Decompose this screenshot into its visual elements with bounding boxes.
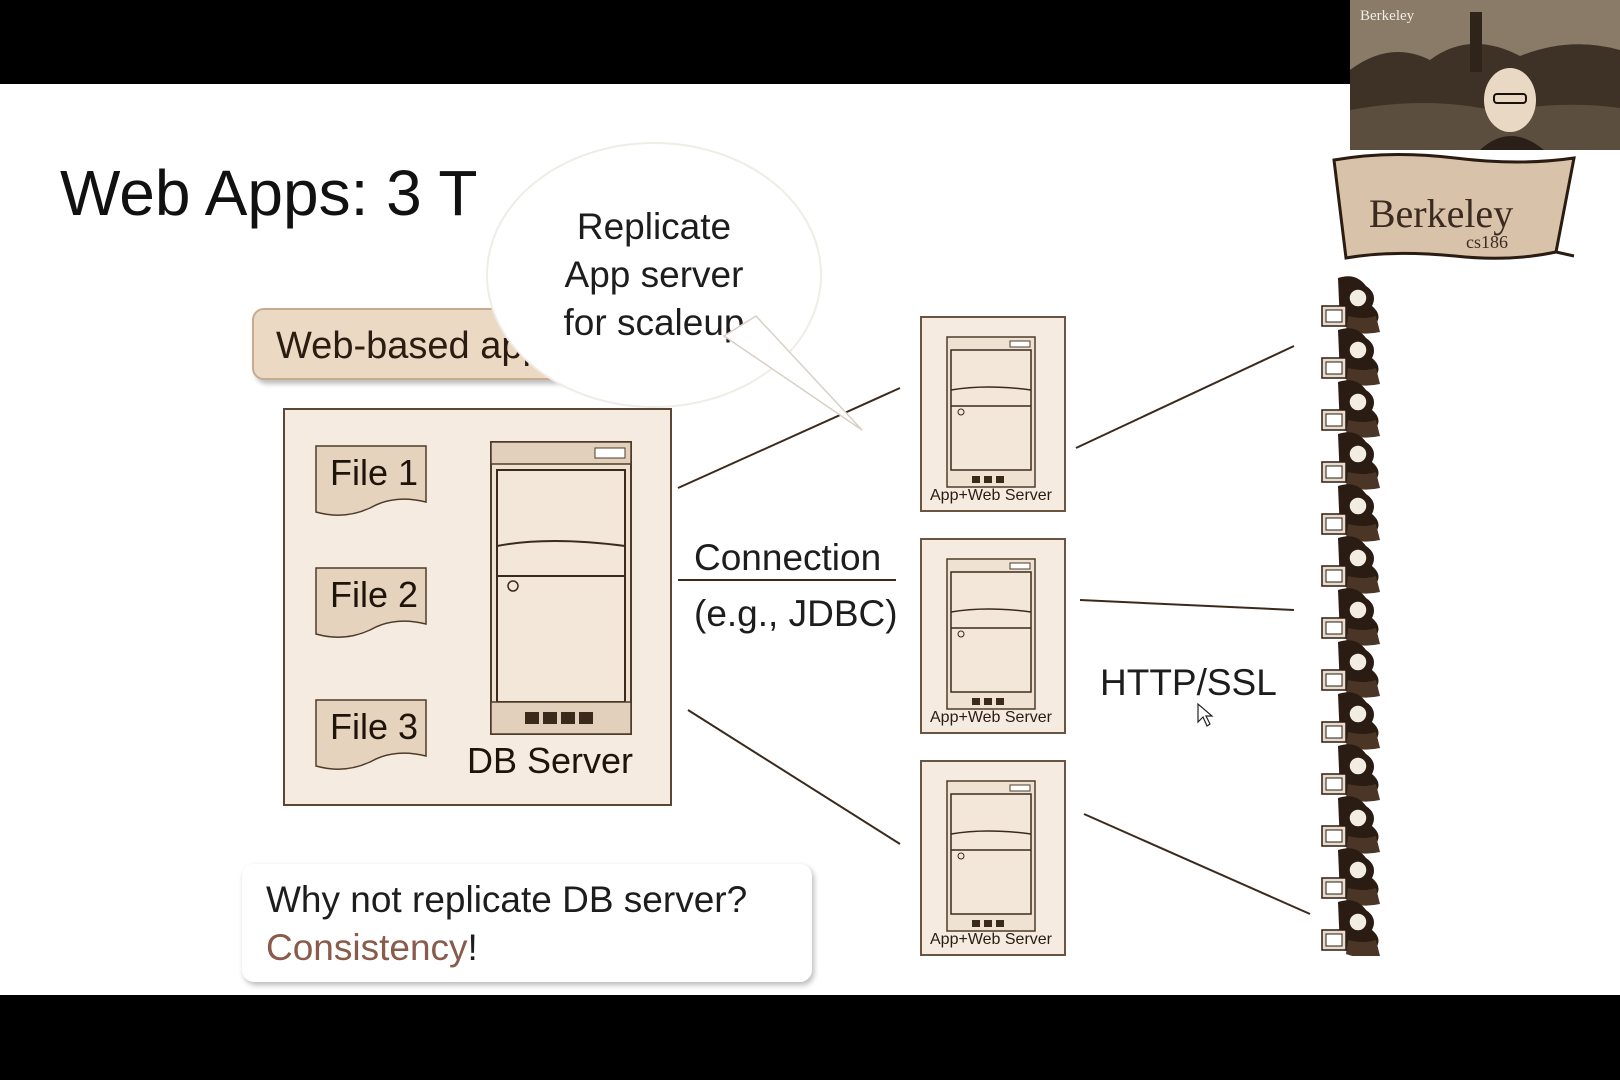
app-server-3: App+Web Server bbox=[920, 760, 1066, 956]
db-server-box: File 1 File 2 File 3 bbox=[283, 408, 672, 806]
answer-line: Consistency! bbox=[266, 924, 788, 972]
banner-title: Berkeley bbox=[1368, 191, 1514, 236]
callout-line-1: Replicate bbox=[576, 206, 732, 247]
file-icon bbox=[315, 699, 427, 770]
connection-line-2: (e.g., JDBC) bbox=[694, 593, 898, 634]
db-server-label: DB Server bbox=[467, 740, 634, 781]
app-server-2-label: App+Web Server bbox=[930, 709, 1052, 726]
clients-column bbox=[1321, 276, 1381, 956]
file-2: File 2 bbox=[314, 566, 428, 638]
callout-line-3: for scaleup bbox=[563, 302, 745, 343]
app-server-1-label: App+Web Server bbox=[930, 487, 1052, 504]
client-icon bbox=[1321, 276, 1380, 334]
connection-label: Connection (e.g., JDBC) bbox=[694, 530, 898, 642]
slide-title: Web Apps: 3 T bbox=[60, 157, 478, 229]
answer-word: Consistency bbox=[266, 927, 468, 968]
file-2-label: File 2 bbox=[330, 574, 419, 615]
protocol-label: HTTP/SSL bbox=[1100, 662, 1277, 703]
banner-subtitle: cs186 bbox=[1466, 232, 1508, 252]
app-server-icon bbox=[946, 780, 1036, 932]
callout-bubble: Replicate App server for scaleup bbox=[488, 144, 820, 406]
app-server-icon bbox=[946, 558, 1036, 710]
connection-lines bbox=[677, 345, 1311, 915]
app-server-2: App+Web Server bbox=[920, 538, 1066, 734]
file-3: File 3 bbox=[314, 698, 428, 770]
video-scene bbox=[1350, 0, 1620, 150]
instructor-video: Berkeley bbox=[1350, 0, 1620, 150]
answer-punct: ! bbox=[467, 927, 478, 968]
db-server-icon bbox=[490, 441, 632, 735]
app-server-1: App+Web Server bbox=[920, 316, 1066, 512]
question-text: Why not replicate DB server? bbox=[266, 879, 748, 920]
callout-pointer bbox=[722, 315, 863, 431]
connection-line-1: Connection bbox=[694, 537, 882, 578]
video-berkeley-logo: Berkeley bbox=[1360, 8, 1415, 24]
mouse-cursor-icon bbox=[1197, 702, 1214, 727]
file-icon bbox=[315, 567, 427, 638]
app-server-icon bbox=[946, 336, 1036, 488]
callout-line-2: App server bbox=[564, 254, 744, 295]
app-server-3-label: App+Web Server bbox=[930, 931, 1052, 948]
file-3-label: File 3 bbox=[330, 706, 419, 747]
file-icon bbox=[315, 445, 427, 516]
question-box: Why not replicate DB server? Consistency… bbox=[242, 864, 812, 982]
berkeley-banner-icon bbox=[1332, 152, 1576, 260]
file-1: File 1 bbox=[314, 444, 428, 516]
file-1-label: File 1 bbox=[330, 452, 419, 493]
callout-text: Replicate App server for scaleup bbox=[524, 203, 784, 347]
